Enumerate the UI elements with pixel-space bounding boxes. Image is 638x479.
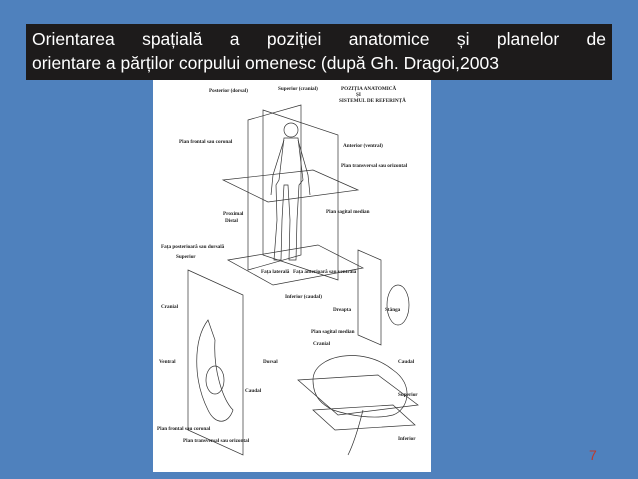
brain-shape: [312, 355, 408, 418]
label-posterior-dorsal: Posterior (dorsal): [209, 87, 248, 94]
base-plane-shape: [226, 244, 365, 286]
head-front-shape: [386, 284, 410, 326]
label-inferior: Inferior: [398, 436, 416, 442]
label-fata-laterala: Fața laterală: [261, 269, 290, 275]
sagittal-plane-shape: [262, 109, 339, 281]
frontal-plane-shape: [247, 104, 302, 271]
label-plan-sagital-median: Plan sagital median: [326, 209, 370, 215]
brain-plane-shape: [297, 374, 419, 416]
brain-lower-plane-shape: [312, 404, 416, 431]
label-ventral: Ventral: [159, 359, 176, 365]
anatomy-drawing: Posterior (dorsal) Superior (cranial) PO…: [157, 84, 419, 456]
label-fata-anterioara: Fața anterioară sau ventrală: [293, 269, 357, 275]
label-anterior-ventral: Anterior (ventral): [343, 142, 383, 149]
label-fata-posterioara: Fața posterioară sau dorsală: [161, 244, 225, 250]
human-body: [273, 137, 304, 261]
human-left-arm: [270, 139, 285, 196]
transverse-plane-shape: [221, 169, 360, 203]
page-number: 7: [589, 447, 597, 463]
label-cranial-small: Cranial: [161, 304, 179, 310]
embryo-circle-shape: [205, 365, 225, 395]
label-caudal: Caudal: [245, 388, 262, 394]
label-inferior-caudal: Inferior (caudal): [285, 293, 322, 300]
embryo-plane-shape: [187, 269, 244, 456]
label-pozitia-anatomica: POZIȚIA ANATOMICĂ: [341, 84, 397, 92]
label-plan-sagital-median-2: Plan sagital median: [311, 329, 355, 335]
label-plan-frontal-coronal: Plan frontal sau coronal: [179, 139, 233, 145]
slide-title: Orientarea spațială a poziției anatomice…: [26, 24, 612, 80]
label-superior: Superior: [176, 254, 196, 260]
label-plan-transversal-orizontal-2: Plan transversal sau orizontal: [183, 438, 250, 444]
label-proximal: Proximal: [223, 211, 244, 217]
anatomy-figure: Posterior (dorsal) Superior (cranial) PO…: [153, 80, 431, 472]
embryo-shape: [196, 319, 234, 422]
label-plan-transversal-orizontal: Plan transversal sau orizontal: [341, 163, 408, 169]
label-superior-2: Superior: [398, 392, 418, 398]
label-caudal-2: Caudal: [398, 359, 415, 365]
label-cranial: Cranial: [313, 341, 331, 347]
label-dreapta: Dreapta: [333, 307, 351, 313]
label-stanga: Stânga: [385, 307, 401, 313]
label-dorsal: Dorsal: [263, 359, 278, 365]
human-head: [283, 122, 299, 138]
human-right-arm: [297, 139, 311, 196]
label-plan-frontal-coronal-2: Plan frontal sau coronal: [157, 426, 211, 432]
label-distal: Distal: [225, 218, 239, 224]
title-line-2: orientare a părților corpului omenesc (d…: [32, 53, 499, 73]
head-plane-shape: [357, 249, 382, 346]
brainstem-shape: [347, 409, 364, 456]
label-sistemul-referinta: SISTEMUL DE REFERINȚĂ: [339, 96, 406, 104]
title-line-1: Orientarea spațială a poziției anatomice…: [32, 29, 606, 49]
label-si: ȘI: [356, 92, 361, 98]
label-superior-cranial: Superior (cranial): [278, 85, 318, 92]
